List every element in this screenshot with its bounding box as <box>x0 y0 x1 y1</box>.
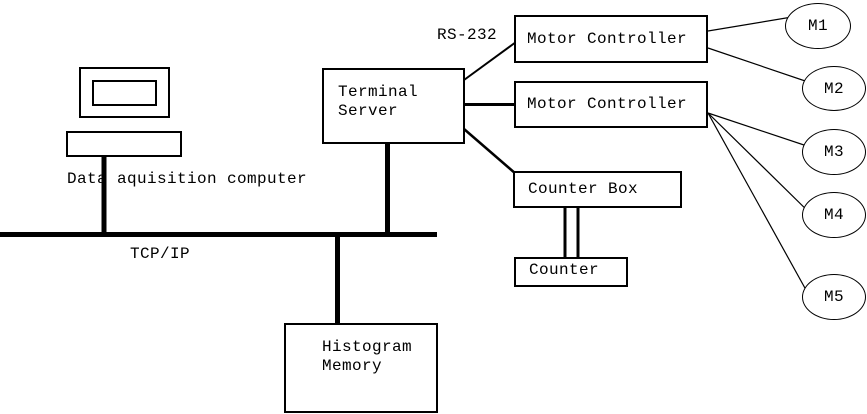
computer-screen-icon <box>92 80 157 106</box>
motor-controller-2-label: Motor Controller <box>527 95 688 113</box>
motor-link-m4 <box>707 112 819 222</box>
computer-keyboard-icon <box>66 131 182 157</box>
motor-link-m5 <box>707 112 817 309</box>
motor-node-m4: M4 <box>802 192 866 238</box>
bus-label: TCP/IP <box>130 245 191 263</box>
motor-controller-1-node: Motor Controller <box>514 15 708 63</box>
counter-box-node: Counter Box <box>513 171 682 208</box>
rs232-link-counter-box <box>463 128 517 175</box>
motor-node-m5: M5 <box>802 274 866 320</box>
motor-m3-label: M3 <box>823 143 844 161</box>
motor-link-m2 <box>707 47 821 87</box>
counter-label: Counter <box>529 261 600 279</box>
terminal-server-node: Terminal Server <box>322 68 465 144</box>
motor-controller-2-node: Motor Controller <box>514 81 708 128</box>
motor-controller-1-label: Motor Controller <box>527 29 688 48</box>
motor-m4-label: M4 <box>823 206 844 224</box>
counter-box-label: Counter Box <box>528 180 639 198</box>
histogram-memory-label-line2: Memory <box>322 357 383 375</box>
terminal-server-label-line1: Terminal <box>338 83 419 101</box>
rs232-link-motor-controller-1 <box>463 41 517 81</box>
computer-label: Data aquisition computer <box>67 170 308 188</box>
motor-node-m3: M3 <box>802 129 866 175</box>
histogram-memory-label-line1: Histogram <box>322 338 413 356</box>
motor-node-m2: M2 <box>802 66 866 111</box>
histogram-memory-node: Histogram Memory <box>284 323 438 413</box>
counter-node: Counter <box>514 257 628 287</box>
serial-label: RS-232 <box>437 26 498 44</box>
motor-m1-label: M1 <box>807 17 828 35</box>
motor-m5-label: M5 <box>823 288 844 306</box>
motor-m2-label: M2 <box>823 79 844 98</box>
terminal-server-label-line2: Server <box>338 102 399 120</box>
motor-node-m1: M1 <box>785 3 851 49</box>
